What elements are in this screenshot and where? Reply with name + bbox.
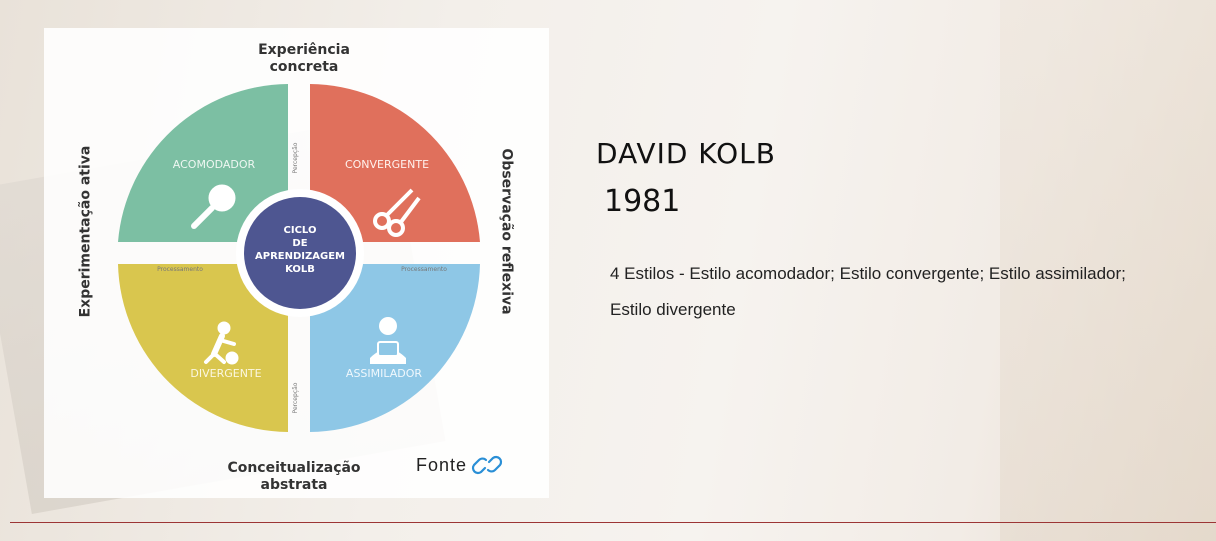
page-title: DAVID KOLB xyxy=(596,136,776,170)
person-ball-icon xyxy=(204,321,239,365)
source-link-label: Fonte xyxy=(416,454,468,475)
axis-bottom-line2: abstrata xyxy=(260,477,328,493)
link-icon xyxy=(471,455,503,475)
percepcao-top: Percepção xyxy=(292,142,299,173)
axis-label-right: Observação reflexiva xyxy=(498,148,515,315)
axis-top-line1: Experiência xyxy=(258,42,350,58)
quadrant-label-divergente: DIVERGENTE xyxy=(190,367,261,380)
source-link[interactable]: Fonte xyxy=(416,452,503,478)
axis-top-line2: concreta xyxy=(269,59,339,75)
percepcao-bottom: Percepção xyxy=(292,382,299,413)
center-text-1: CICLO xyxy=(284,225,317,236)
kolb-cycle-diagram: CICLO DE APRENDIZAGEM KOLB ACOMODADOR CO… xyxy=(118,84,480,432)
center-text-3: APRENDIZAGEM xyxy=(255,251,345,262)
processamento-right: Processamento xyxy=(401,266,447,273)
scissors-icon xyxy=(373,188,421,237)
divider xyxy=(10,522,1216,523)
kolb-cycle-image: CICLO DE APRENDIZAGEM KOLB ACOMODADOR CO… xyxy=(44,28,549,498)
axis-label-bottom: Conceitualização abstrata xyxy=(224,460,364,494)
quadrant-convergente xyxy=(310,84,480,242)
center-disc xyxy=(244,197,356,309)
background-decoration-right xyxy=(1000,0,1216,541)
quadrant-divergente xyxy=(118,264,288,432)
center-text-4: KOLB xyxy=(285,264,315,275)
axis-label-left: Experimentação ativa xyxy=(77,145,94,318)
processamento-left: Processamento xyxy=(157,266,203,273)
axis-label-top: Experiência concreta xyxy=(234,42,374,76)
quadrant-acomodador xyxy=(118,84,288,242)
reader-icon xyxy=(370,317,406,364)
year-text: 1981 xyxy=(604,184,681,219)
magnifier-icon xyxy=(191,184,236,229)
quadrant-label-assimilador: ASSIMILADOR xyxy=(346,367,423,380)
description-text: 4 Estilos - Estilo acomodador; Estilo co… xyxy=(610,264,1126,319)
quadrant-label-convergente: CONVERGENTE xyxy=(345,158,429,171)
axis-bottom-line1: Conceitualização xyxy=(227,460,361,476)
center-text-2: DE xyxy=(292,238,307,249)
quadrant-label-acomodador: ACOMODADOR xyxy=(173,158,256,171)
